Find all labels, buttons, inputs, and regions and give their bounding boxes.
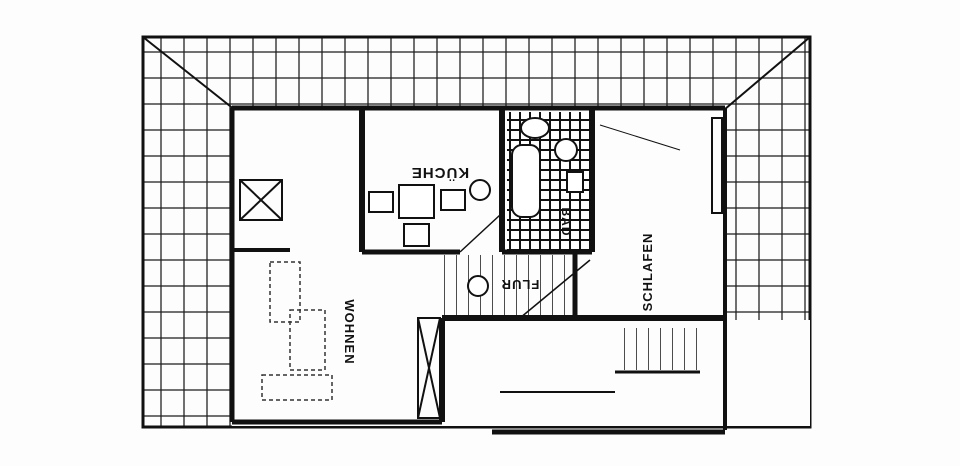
room-label-kitchen: KÜCHE [411, 164, 469, 181]
room-label-bedroom: SCHLAFEN [640, 233, 655, 312]
room-label-living: WOHNEN [342, 299, 357, 364]
room-label-bath: BAD [559, 208, 573, 237]
staircase [440, 214, 700, 370]
bath-fixtures [507, 112, 589, 250]
room-label-hall: FLUR [501, 277, 540, 292]
bedroom-fixtures [599, 117, 723, 214]
living-furniture [261, 261, 333, 401]
shaft [239, 179, 441, 419]
kitchen-furniture [368, 179, 491, 247]
